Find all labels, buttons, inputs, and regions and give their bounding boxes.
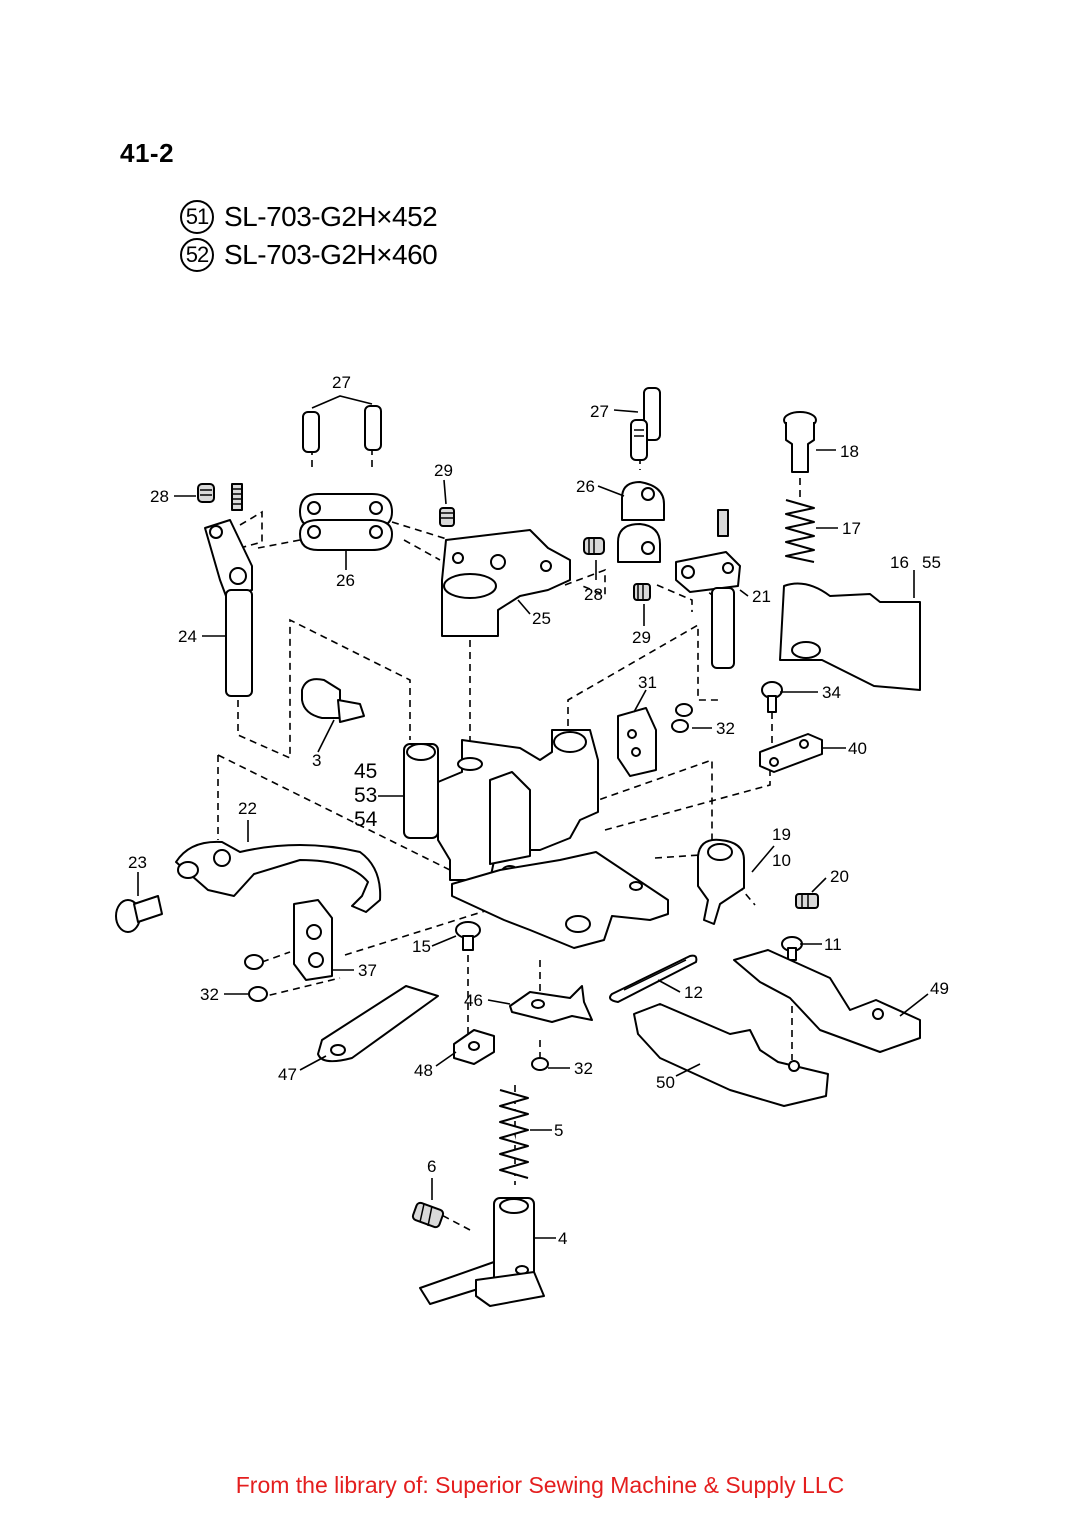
callout-29: 29 — [632, 628, 651, 647]
screw-32-left — [244, 954, 268, 1002]
callout-45: 45 — [354, 760, 377, 783]
library-footer: From the library of: Superior Sewing Mac… — [235, 1472, 845, 1498]
exploded-parts-diagram: 27 27 29 28 26 26 18 17 16 55 28 25 29 2… — [115, 373, 949, 1307]
presser-foot-4 — [419, 1197, 545, 1307]
nut-48 — [453, 1029, 495, 1065]
pin-27-right — [630, 387, 661, 461]
model-ref-badge: 51 — [180, 200, 214, 234]
blade-50 — [633, 1003, 829, 1107]
screw-15 — [455, 921, 481, 951]
set-screw-small — [231, 483, 243, 511]
callout-25: 25 — [532, 609, 551, 628]
callout-21: 21 — [752, 587, 771, 606]
callout-55: 55 — [922, 553, 941, 572]
callout-50: 50 — [656, 1073, 675, 1092]
callout-46: 46 — [464, 991, 483, 1010]
callout-20: 20 — [830, 867, 849, 886]
callout-28: 28 — [584, 585, 603, 604]
set-screw-6 — [411, 1201, 445, 1229]
model-row: 52 SL-703-G2H×460 — [180, 238, 438, 272]
callout-labels: 27 27 29 28 26 26 18 17 16 55 28 25 29 2… — [128, 373, 949, 1248]
blade-49 — [733, 949, 921, 1053]
model-code: SL-703-G2H×460 — [224, 239, 438, 270]
callout-27: 27 — [590, 402, 609, 421]
block-31 — [617, 707, 657, 777]
page-number: 41-2 — [120, 138, 175, 168]
callout-26: 26 — [336, 571, 355, 590]
clamp-19 — [697, 838, 745, 925]
callout-19: 19 — [772, 825, 791, 844]
callout-28: 28 — [150, 487, 169, 506]
callout-54: 54 — [354, 808, 378, 831]
callout-17: 17 — [842, 519, 861, 538]
callout-40: 40 — [848, 739, 867, 758]
arm-shaft-21 — [675, 509, 741, 669]
link-26-left — [299, 493, 393, 551]
callout-23: 23 — [128, 853, 147, 872]
set-screw-29-right — [633, 583, 651, 601]
callout-31: 31 — [638, 673, 657, 692]
leader-27 — [311, 395, 373, 409]
callout-3: 3 — [312, 751, 321, 770]
callout-48: 48 — [414, 1061, 433, 1080]
screw-28-left — [197, 483, 215, 503]
callout-24: 24 — [178, 627, 197, 646]
spring-5 — [499, 1089, 529, 1179]
callout-18: 18 — [840, 442, 859, 461]
spring-17 — [785, 499, 815, 563]
block-37 — [293, 899, 333, 981]
callout-22: 22 — [238, 799, 257, 818]
screw-34 — [761, 681, 783, 713]
link-26-right — [617, 481, 665, 563]
screw-32-lower — [531, 1057, 549, 1071]
base-plate — [451, 851, 669, 949]
looper-arm-22 — [175, 840, 382, 913]
screw-32-upper — [671, 703, 693, 733]
model-ref-badge: 52 — [180, 238, 214, 272]
callout-6: 6 — [427, 1157, 436, 1176]
callout-26: 26 — [576, 477, 595, 496]
set-screw-20 — [795, 893, 819, 909]
callout-10: 10 — [772, 851, 791, 870]
callout-32: 32 — [574, 1059, 593, 1078]
callout-47: 47 — [278, 1065, 297, 1084]
callout-53: 53 — [354, 784, 377, 807]
callout-49: 49 — [930, 979, 949, 998]
plate-47 — [317, 985, 439, 1063]
screw-23 — [115, 895, 163, 933]
callout-15: 15 — [412, 937, 431, 956]
callout-4: 4 — [558, 1229, 567, 1248]
callout-34: 34 — [822, 683, 841, 702]
callout-32: 32 — [716, 719, 735, 738]
model-code: SL-703-G2H×452 — [224, 201, 438, 232]
screw-3 — [301, 678, 365, 723]
block-40 — [759, 733, 823, 773]
set-screw-29-top — [439, 507, 455, 527]
arm-shaft-24 — [204, 519, 253, 697]
callout-16: 16 — [890, 553, 909, 572]
bracket-25 — [441, 529, 571, 637]
screw-28-right — [583, 537, 605, 555]
plate-46 — [509, 985, 593, 1023]
leader-lines — [137, 409, 929, 1239]
callout-29: 29 — [434, 461, 453, 480]
spring-strip-12 — [609, 954, 698, 1003]
screw-11 — [781, 936, 803, 961]
callout-11: 11 — [824, 935, 842, 954]
pin-27-left — [302, 405, 382, 453]
callout-27: 27 — [332, 373, 351, 392]
shoulder-screw-18 — [783, 411, 817, 473]
callout-5: 5 — [554, 1121, 563, 1140]
model-row: 51 SL-703-G2H×452 — [180, 200, 438, 234]
plate-16-55 — [779, 582, 921, 691]
callout-12: 12 — [684, 983, 703, 1002]
callout-32: 32 — [200, 985, 219, 1004]
main-body-45 — [403, 729, 599, 887]
callout-37: 37 — [358, 961, 377, 980]
